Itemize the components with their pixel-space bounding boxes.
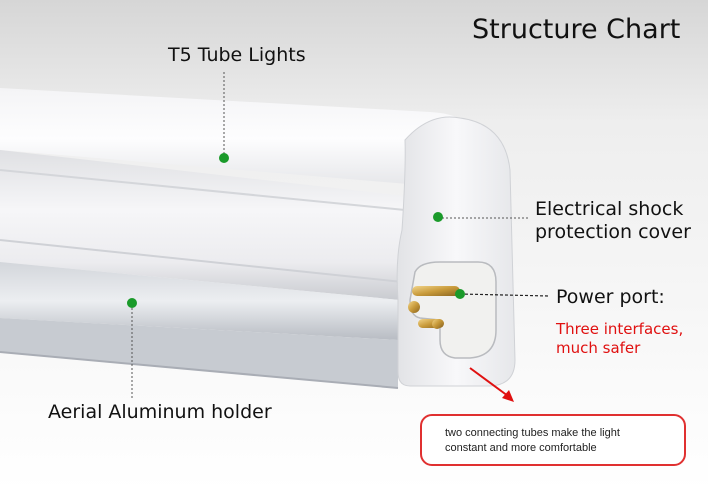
power-port-marker-dot <box>455 289 465 299</box>
note-text: two connecting tubes make the light cons… <box>445 426 620 456</box>
tube-marker-dot <box>219 153 229 163</box>
red-arrow-icon <box>502 390 514 402</box>
power-port-label: Power port: <box>556 286 665 308</box>
holder-label: Aerial Aluminum holder <box>48 401 272 423</box>
interfaces-label-line1: Three interfaces, <box>556 320 684 338</box>
cover-label-line1: Electrical shock <box>535 198 684 220</box>
interfaces-label: Three interfaces, much safer <box>556 320 683 358</box>
tube-label: T5 Tube Lights <box>168 44 306 66</box>
cover-label: Electrical shock protection cover <box>535 198 691 244</box>
diagram-title: Structure Chart <box>472 14 681 45</box>
cover-marker-dot <box>433 212 443 222</box>
note-line2: constant and more comfortable <box>445 442 597 454</box>
holder-marker-dot <box>127 298 137 308</box>
interfaces-label-line2: much safer <box>556 339 641 357</box>
note-line1: two connecting tubes make the light <box>445 427 620 439</box>
cover-label-line2: protection cover <box>535 221 691 243</box>
note-callout-box <box>420 414 686 466</box>
